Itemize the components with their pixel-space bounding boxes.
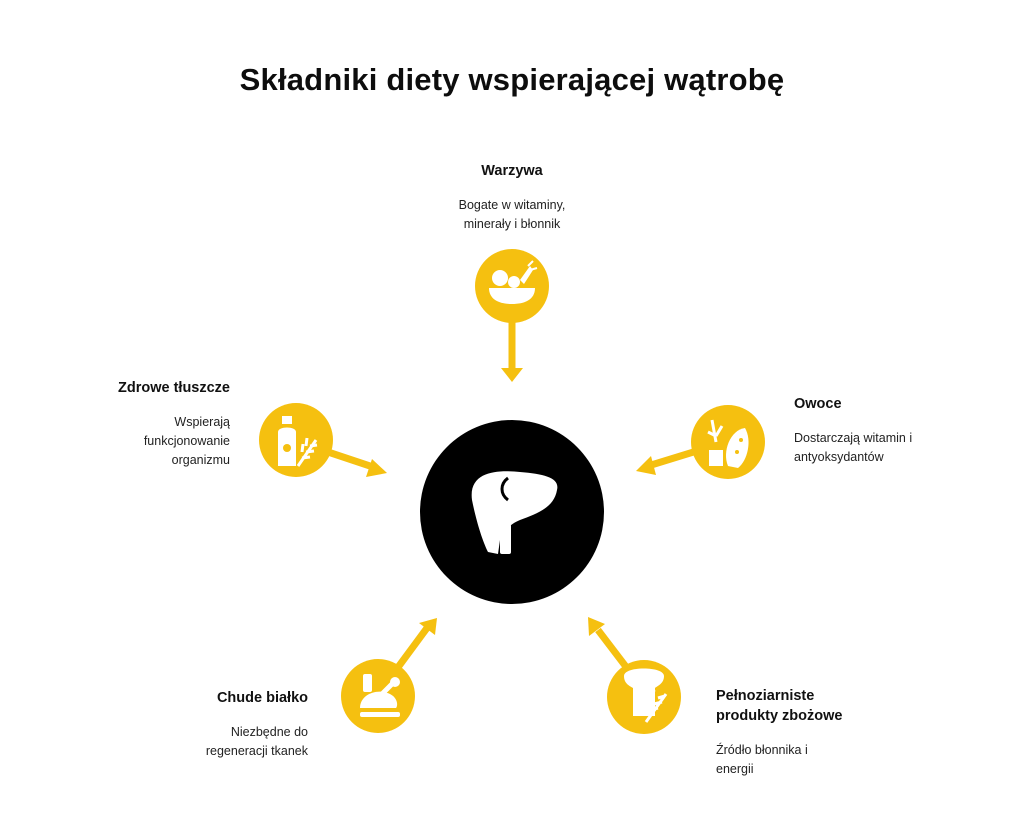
title-line: Pełnoziarniste	[716, 688, 815, 704]
item-title: Owoce	[794, 396, 842, 412]
item-desc: Źródło błonnika i energii	[716, 741, 916, 779]
item-title: Zdrowe tłuszcze	[118, 380, 230, 396]
desc-line: minerały i błonnik	[463, 217, 561, 231]
label-warzywa: Warzywa Bogate w witaminy, minerały i bł…	[412, 161, 612, 234]
connector-pelnoziarniste	[588, 617, 633, 675]
item-title: Warzywa	[481, 163, 543, 179]
oil-bottle-icon	[278, 416, 318, 467]
node-pelnoziarniste	[607, 660, 681, 734]
item-desc: Wspierają funkcjonowanie organizmu	[30, 413, 230, 470]
desc-line: Bogate w witaminy,	[458, 198, 566, 212]
desc-line: regeneracji tkanek	[205, 744, 308, 758]
item-desc: Niezbędne do regeneracji tkanek	[108, 723, 308, 761]
chicken-icon	[360, 674, 400, 717]
node-owoce	[691, 405, 765, 479]
connector-owoce	[636, 446, 702, 475]
fruits-icon	[707, 419, 749, 468]
item-title: Chude białko	[216, 690, 308, 706]
liver-hub	[420, 420, 604, 604]
liver-icon	[471, 471, 558, 554]
desc-line: energii	[716, 762, 754, 776]
connector-tluszcze	[326, 448, 387, 477]
desc-line: organizmu	[171, 453, 230, 467]
node-tluszcze	[259, 403, 333, 477]
bread-wheat-icon	[624, 668, 668, 723]
connector-warzywa	[501, 318, 523, 382]
vegetable-bowl-icon	[489, 260, 538, 304]
desc-line: Wspierają	[174, 415, 230, 429]
item-desc: Dostarczają witamin i antyoksydantów	[794, 429, 994, 467]
label-pelnoziarniste: Pełnoziarniste produkty zbożowe Źródło b…	[716, 686, 916, 779]
title-line: produkty zbożowe	[716, 708, 843, 724]
label-owoce: Owoce Dostarczają witamin i antyoksydant…	[794, 394, 994, 467]
desc-line: antyoksydantów	[794, 450, 884, 464]
desc-line: Dostarczają witamin i	[794, 431, 913, 445]
item-desc: Bogate w witaminy, minerały i błonnik	[412, 196, 612, 234]
node-bialko	[341, 659, 415, 733]
desc-line: Źródło błonnika i	[716, 743, 808, 757]
label-tluszcze: Zdrowe tłuszcze Wspierają funkcjonowanie…	[30, 378, 230, 470]
item-title: Pełnoziarniste produkty zbożowe	[716, 686, 916, 726]
desc-line: funkcjonowanie	[143, 434, 230, 448]
node-warzywa	[475, 249, 549, 323]
label-bialko: Chude białko Niezbędne do regeneracji tk…	[108, 688, 308, 761]
page-title: Składniki diety wspierającej wątrobę	[239, 62, 785, 97]
connector-bialko	[393, 618, 437, 673]
desc-line: Niezbędne do	[230, 725, 308, 739]
